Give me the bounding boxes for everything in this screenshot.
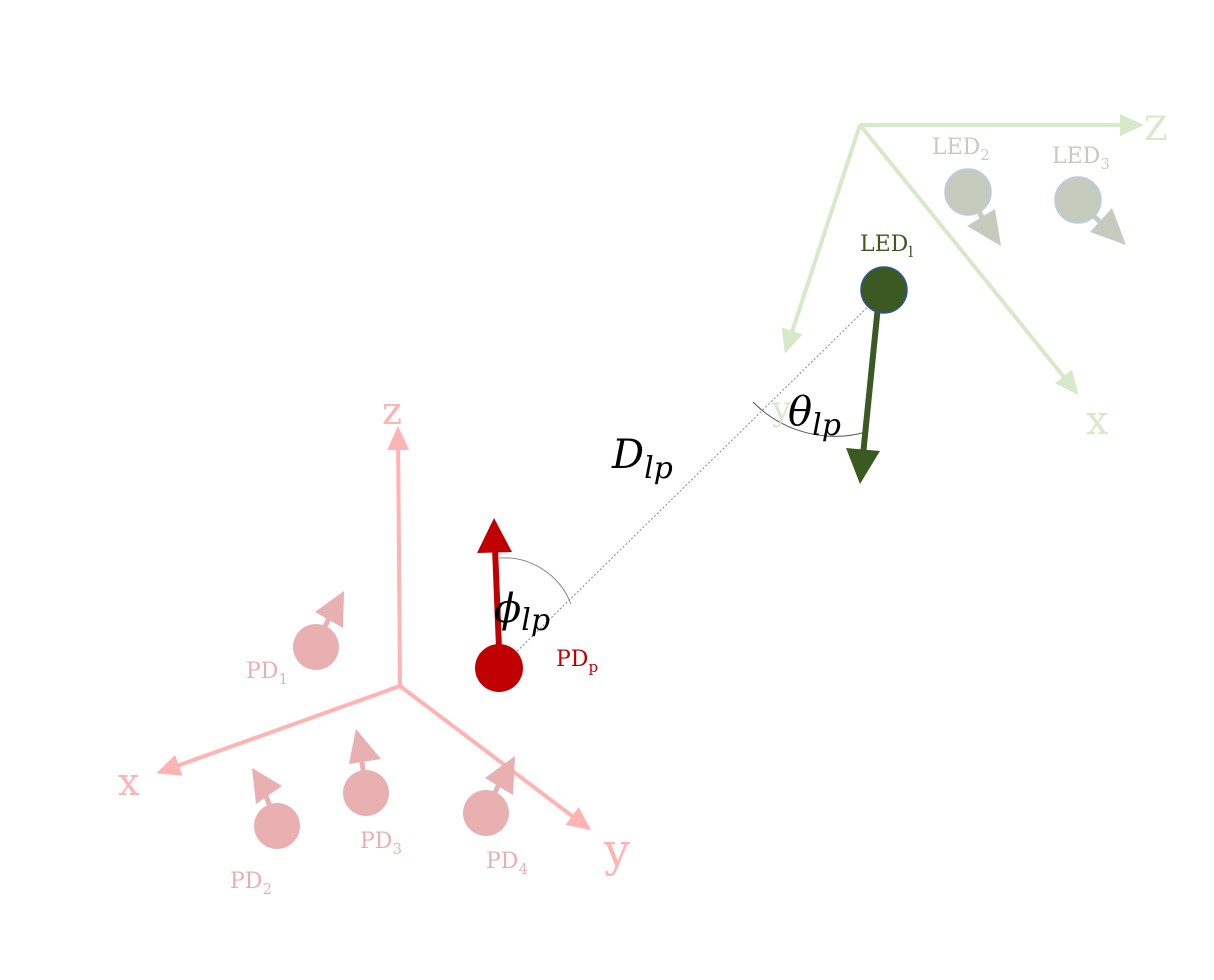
photodiode-pd3: PD3 bbox=[343, 729, 402, 858]
led3-label: LED3 bbox=[1052, 144, 1110, 173]
pd-frame-y-axis bbox=[398, 684, 592, 831]
led3-normal-arrowhead bbox=[1090, 208, 1126, 245]
led-active-circle bbox=[860, 266, 908, 314]
pd3-label: PD3 bbox=[360, 829, 402, 858]
led3-circle bbox=[1054, 176, 1102, 224]
pd4-circle bbox=[463, 790, 509, 836]
led-active-normal-arrowhead bbox=[846, 448, 880, 484]
pd-frame-y-label: y bbox=[603, 823, 630, 877]
pd-active-normal bbox=[492, 547, 502, 649]
pd-active-circle bbox=[475, 644, 523, 692]
photodiode-pd4: PD4 bbox=[463, 756, 528, 878]
pd-frame-x-label: x bbox=[118, 760, 139, 804]
line-of-sight bbox=[499, 289, 886, 669]
irradiance-angle-label: θlp bbox=[788, 389, 841, 443]
pd-active-normal-arrowhead bbox=[477, 518, 512, 553]
pd2-normal-arrowhead bbox=[252, 768, 282, 804]
photodiode-active: PDp bbox=[475, 518, 598, 692]
pd-coordinate-frame: z x y bbox=[118, 389, 630, 877]
photodiode-pd2: PD2 bbox=[230, 768, 300, 898]
led2-normal-arrowhead bbox=[967, 209, 1001, 246]
led-active-label: LEDl bbox=[860, 232, 913, 261]
pd2-label: PD2 bbox=[230, 869, 272, 898]
pd-frame-z-axis bbox=[387, 426, 410, 687]
led-led3: LED3 bbox=[1052, 144, 1126, 245]
led2-label: LED2 bbox=[932, 135, 990, 164]
pd4-normal-arrowhead bbox=[485, 756, 515, 795]
pd1-circle bbox=[293, 624, 339, 670]
pd-frame-z-label: z bbox=[382, 389, 402, 433]
led-frame-x-axis bbox=[858, 123, 1079, 396]
photodiode-pd1: PD1 bbox=[246, 591, 344, 688]
incidence-angle-label: ϕlp bbox=[494, 586, 550, 638]
pd-frame-x-axis bbox=[156, 684, 401, 776]
led-coordinate-frame: Z y x bbox=[771, 109, 1168, 444]
led-frame-y-label: y bbox=[771, 389, 792, 429]
led-frame-x-label: x bbox=[1086, 398, 1109, 444]
led-active: LEDl bbox=[846, 232, 913, 484]
led2-circle bbox=[944, 168, 992, 216]
led-frame-y-axis bbox=[781, 124, 862, 354]
irradiance-angle-arc bbox=[752, 401, 867, 437]
incidence-angle-arc bbox=[498, 557, 572, 605]
pd1-normal-arrowhead bbox=[315, 591, 344, 628]
led-led2: LED2 bbox=[932, 135, 1001, 246]
pd-active-label: PDp bbox=[556, 647, 598, 676]
pd1-label: PD1 bbox=[246, 659, 288, 688]
distance-label: Dlp bbox=[611, 432, 673, 486]
pd3-normal-arrowhead bbox=[349, 729, 381, 764]
led-active-normal bbox=[860, 305, 881, 456]
pd2-circle bbox=[254, 803, 300, 849]
pd3-circle bbox=[343, 770, 389, 816]
pd4-label: PD4 bbox=[486, 849, 528, 878]
led-frame-z-label: Z bbox=[1144, 109, 1168, 149]
